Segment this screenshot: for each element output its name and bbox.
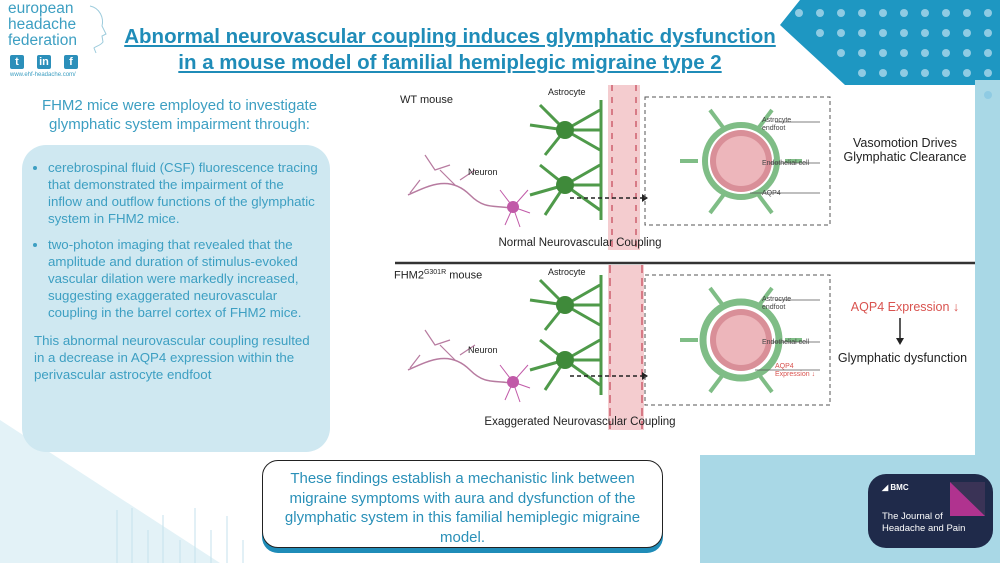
bmc-label: ◢ BMC [882,483,909,492]
method-bullet: two-photon imaging that revealed that th… [48,236,318,321]
endothelial-label: Endothelial cell [762,339,810,346]
title-line-1: Abnormal neurovascular coupling induces … [124,25,776,48]
conclusion-text: This abnormal neurovascular coupling res… [34,333,310,382]
publisher: BMC [890,483,909,492]
journal-name-line: Headache and Pain [882,523,966,534]
wt-label: WT mouse [400,94,453,106]
journal-logo-graphic [950,482,985,516]
conclusion-box: These findings establish a mechanistic l… [262,460,663,548]
glymphatic-dysfunction-outcome: Glymphatic dysfunction [837,351,968,365]
logo-line: european [8,0,74,17]
diagram-card: WT mouse Astrocyte Neuron Astrocyte endf… [380,85,975,455]
neuron-label: Neuron [468,167,498,177]
head-profile-icon [89,5,107,54]
outcome-line: Vasomotion Drives [853,136,957,150]
neurovascular-diagram [395,85,975,430]
astrocyte-label: Astrocyte [548,267,586,277]
twitter-icon[interactable]: t [10,55,24,69]
title-line-2: in a mouse model of familial hemiplegic … [178,51,722,74]
astrocyte-label: Astrocyte [548,87,586,97]
fhm2-label: FHM2G301R mouse [394,269,482,282]
linkedin-icon[interactable]: in [37,55,51,69]
journal-name-line: The Journal of [882,511,943,522]
fhm2-mutation: G301R [423,269,447,276]
ehf-logo[interactable]: european headache federation [8,1,77,49]
wt-vessel-cross-section [680,108,820,215]
facebook-icon[interactable]: f [64,55,78,69]
fhm2-suffix: mouse [446,269,483,282]
journal-badge[interactable]: ◢ BMC The Journal of Headache and Pain [868,474,993,548]
aqp4-line: Expression ↓ [775,371,816,378]
endothelial-label: Endothelial cell [762,160,810,167]
logo-line: federation [8,32,77,49]
intro-text: FHM2 mice were employed to investigate g… [41,97,318,133]
website-link[interactable]: www.ehf-headache.com/ [10,72,76,78]
logo-line: headache [8,16,77,33]
wt-astrocytes [529,100,603,220]
fhm2-caption: Exaggerated Neurovascular Coupling [484,416,676,428]
outcome-line: Glymphatic Clearance [843,150,967,164]
aqp4-label: AQP4 [762,190,781,197]
page-title: Abnormal neurovascular coupling induces … [110,24,790,76]
neuron-label: Neuron [468,345,498,355]
endfoot-label: Astrocyte endfoot [762,117,792,132]
wt-caption: Normal Neurovascular Coupling [498,237,662,249]
blood-vessel [608,85,640,250]
aqp4-line: AQP4 [775,363,794,370]
fhm2-name: FHM2 [394,269,424,282]
methods-panel: cerebrospinal fluid (CSF) fluorescence t… [22,145,330,452]
journal-name: The Journal of Headache and Pain [882,511,965,535]
aqp4-decrease-label: AQP4 Expression ↓ [775,363,815,379]
wt-outcome: Vasomotion Drives Glymphatic Clearance [835,136,975,164]
endfoot-label: Astrocyte endfoot [762,296,792,311]
wt-neuron-illustration [407,154,531,228]
aqp4-expression-outcome: AQP4 Expression ↓ [850,300,960,314]
method-bullet: cerebrospinal fluid (CSF) fluorescence t… [48,159,318,227]
